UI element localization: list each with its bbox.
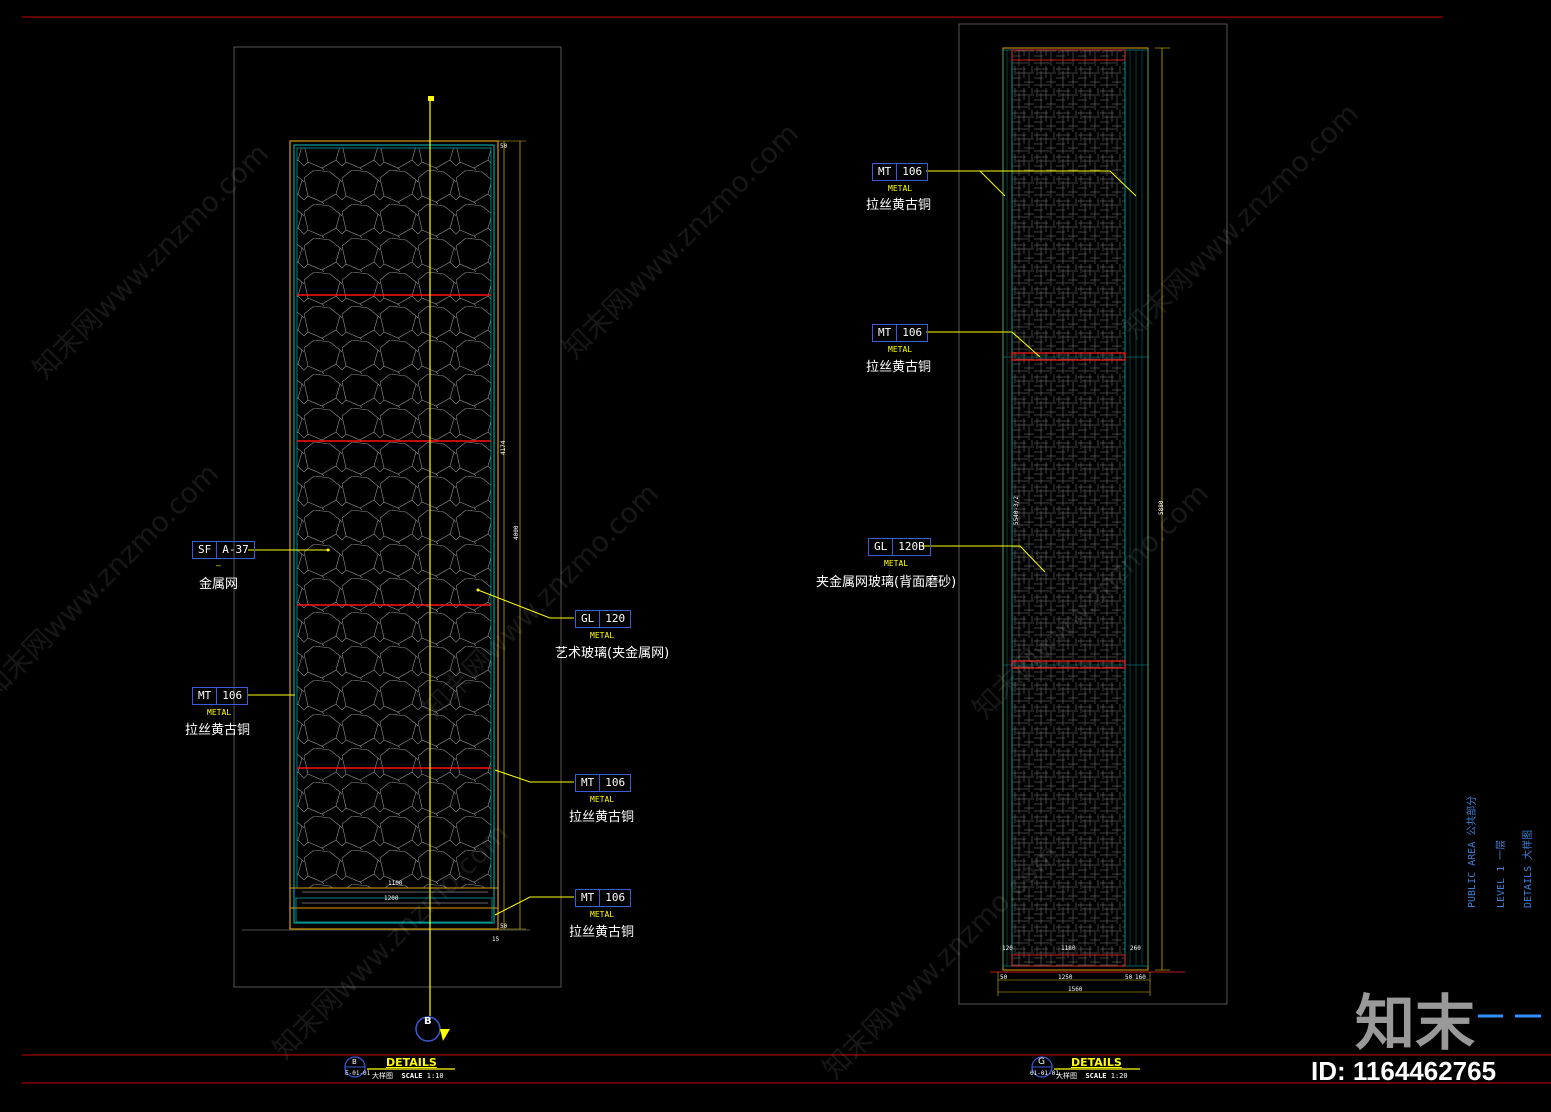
sheet-info-area: PUBLIC AREA 公共部分 (1467, 795, 1478, 908)
detail-subtitle: 大样图 SCALE 1:10 (372, 1071, 444, 1081)
dimension-label: 50 (1125, 974, 1133, 981)
callout-description: 拉丝黄古铜 (185, 723, 251, 738)
left-detail-drawing (233, 46, 574, 1042)
callout-description: 拉丝黄古铜 (569, 810, 635, 825)
callout-material: METAL (207, 708, 232, 717)
callout-description: 夹金属网玻璃(背面磨砂) (816, 575, 957, 590)
dimension-label: 50 (1000, 974, 1008, 981)
callout-number: 106 (599, 775, 630, 791)
callout-number: A-37 (216, 542, 254, 558)
scale-label: SCALE (1085, 1072, 1107, 1080)
callout-tag-gl-120: GL 120 (575, 610, 632, 628)
callout-description: 拉丝黄古铜 (569, 925, 635, 940)
callout-code: MT (878, 326, 892, 339)
section-marker-label: B (424, 1016, 432, 1027)
detail-cn-title: 大样图 (1056, 1072, 1077, 1080)
callout-tag-sf-a37: SF A-37 (192, 541, 255, 559)
dimension-label: 120 (1002, 945, 1013, 952)
callout-number: 106 (896, 325, 927, 341)
detail-title: DETAILS (1071, 1056, 1122, 1069)
callout-tag-mt-106: MT 106 (575, 889, 632, 907)
dimension-label: 1100 (388, 880, 403, 887)
dimension-label: 1180 (1061, 945, 1076, 952)
detail-ref-label: G (1038, 1057, 1045, 1067)
dimension-label: 15 (492, 936, 500, 943)
watermark-id: ID: 1164462765 (1311, 1056, 1497, 1086)
sheet-info-details: DETAILS 大样图 (1523, 829, 1534, 908)
callout-tag-mt-106: MT 106 (872, 163, 929, 181)
callout-number: 106 (216, 688, 247, 704)
callout-description: 拉丝黄古铜 (866, 198, 932, 213)
dimension-label: 4000 (513, 525, 520, 540)
detail-sheet-label: 01-01-01 (1030, 1070, 1059, 1077)
right-detail-drawing (922, 23, 1228, 1005)
dimension-label: 4174 (500, 440, 507, 455)
dimension-label: 50 (500, 923, 508, 930)
callout-description: 拉丝黄古铜 (866, 360, 932, 375)
watermark-logo: 知末 (1355, 989, 1475, 1059)
detail-cn-title: 大样图 (372, 1072, 393, 1080)
callout-number: 120 (599, 611, 630, 627)
dimension-label: 260 (1130, 945, 1141, 952)
dimension-label: 1250 (1058, 974, 1073, 981)
callout-tag-mt-106: MT 106 (192, 687, 249, 705)
detail-subtitle: 大样图 SCALE 1:20 (1056, 1071, 1128, 1081)
callout-material: METAL (590, 910, 615, 919)
callout-code: GL (874, 540, 888, 553)
callout-material: METAL (888, 345, 913, 354)
dimension-label: 1200 (384, 895, 399, 902)
callout-material: METAL (590, 795, 615, 804)
detail-ref-label: B (352, 1058, 357, 1066)
scale-label: SCALE (401, 1072, 423, 1080)
scale-value: 1:20 (1110, 1072, 1128, 1080)
callout-code: MT (581, 891, 595, 904)
callout-material: METAL (884, 559, 909, 568)
callout-code: GL (581, 612, 595, 625)
callout-tag-mt-106: MT 106 (872, 324, 929, 342)
callout-number: 120B (892, 539, 930, 555)
detail-sheet-label: E-01-01 (345, 1070, 371, 1077)
callout-tag-mt-106: MT 106 (575, 774, 632, 792)
dimension-label: 5540-3/2 (1013, 496, 1020, 525)
callout-material: METAL (888, 184, 913, 193)
callout-code: MT (198, 689, 212, 702)
callout-code: MT (878, 165, 892, 178)
callout-material: – (216, 561, 221, 570)
dimension-label: 5880 (1158, 500, 1165, 515)
callout-code: SF (198, 543, 212, 556)
callout-description: 艺术玻璃(夹金属网) (555, 646, 670, 661)
callout-number: 106 (896, 164, 927, 180)
callout-number: 106 (599, 890, 630, 906)
scale-value: 1:10 (426, 1072, 444, 1080)
dimension-label: 160 (1135, 974, 1146, 981)
callout-description: 金属网 (199, 577, 239, 592)
callout-tag-gl-120b: GL 120B (868, 538, 931, 556)
callout-code: MT (581, 776, 595, 789)
dimension-label: 1560 (1068, 986, 1083, 993)
detail-title: DETAILS (386, 1056, 437, 1069)
sheet-info-level: LEVEL 1 一层 (1496, 839, 1507, 908)
dimension-label: 50 (500, 143, 508, 150)
callout-material: METAL (590, 631, 615, 640)
